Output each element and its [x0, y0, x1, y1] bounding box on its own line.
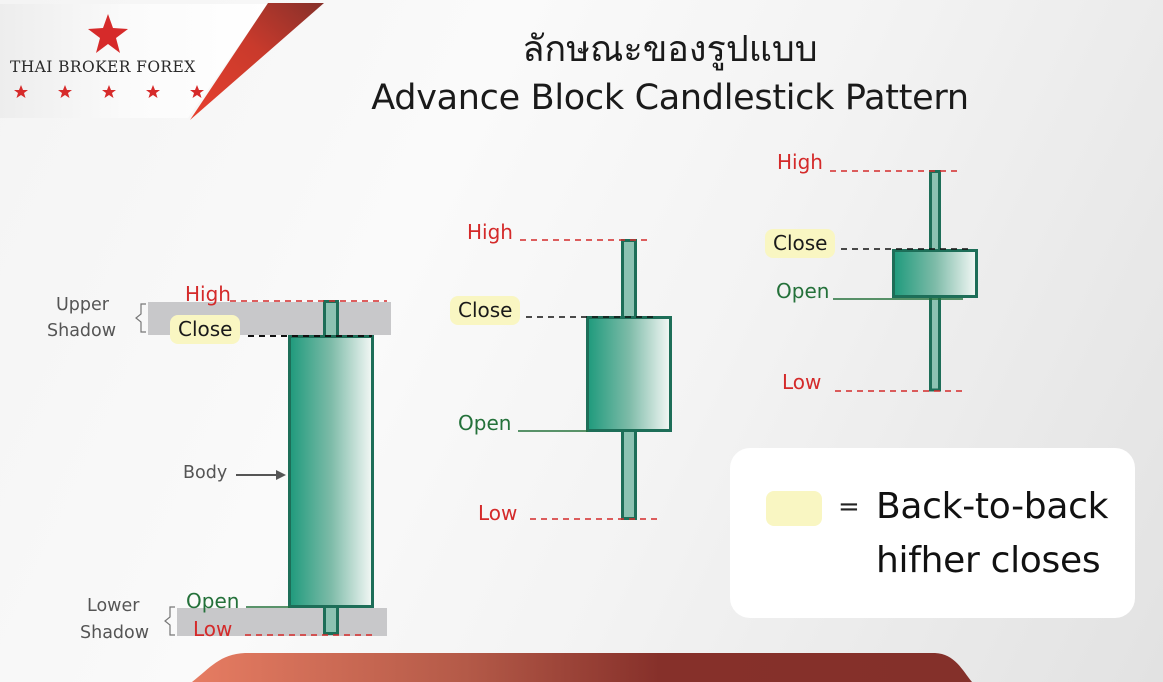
logo-panel: THAI BROKER FOREX	[0, 0, 330, 122]
footer-band	[192, 653, 972, 682]
title-english: Advance Block Candlestick Pattern	[371, 78, 969, 118]
candle-3	[830, 170, 978, 392]
legend-text-line1: Back-to-back	[876, 486, 1109, 527]
candle-1-lower-wick	[323, 602, 339, 635]
lower-shadow-label-line1: Lower	[87, 596, 140, 616]
lower-shadow-brace	[164, 606, 175, 636]
small-stars-row	[14, 85, 204, 98]
candle-1-open-label: Open	[186, 589, 240, 613]
body-arrow-head	[276, 470, 286, 480]
candle-2	[518, 239, 672, 520]
candle-2-low-label: Low	[478, 501, 518, 525]
legend-equals: =	[838, 492, 860, 522]
candle-3-low-label: Low	[782, 370, 822, 394]
candle-1-high-label: High	[185, 282, 231, 306]
upper-shadow-brace	[135, 303, 146, 333]
candle-3-upper-wick	[929, 170, 941, 255]
candle-2-high-label: High	[467, 220, 513, 244]
candle-3-open-label: Open	[776, 279, 830, 303]
brand-name: THAI BROKER FOREX	[10, 58, 196, 76]
candle-2-body	[586, 316, 672, 432]
star-icon	[88, 14, 128, 53]
candle-1	[135, 300, 387, 636]
candle-3-close-label: Close	[765, 229, 836, 258]
candle-2-lower-wick	[621, 426, 637, 520]
small-star-icon	[58, 85, 72, 98]
candle-2-close-label: Close	[450, 296, 521, 325]
candle-2-upper-wick	[621, 239, 637, 322]
logo-ribbon	[0, 3, 324, 120]
candle-3-lower-wick	[929, 292, 941, 392]
lower-shadow-label-line2: Shadow	[80, 623, 150, 643]
candle-3-high-label: High	[777, 150, 823, 174]
small-star-icon	[190, 85, 204, 98]
small-star-icon	[102, 85, 116, 98]
upper-shadow-label-line2: Shadow	[47, 321, 117, 341]
candle-1-close-label: Close	[170, 315, 241, 344]
candle-1-body	[288, 335, 374, 608]
legend-card: = Back-to-back hifher closes	[730, 448, 1135, 618]
title-thai: ลักษณะของรูปแบบ	[522, 29, 818, 70]
candle-2-open-label: Open	[458, 411, 512, 435]
candle-1-low-label: Low	[193, 617, 233, 641]
candle-3-body	[892, 249, 978, 298]
body-label: Body	[183, 463, 228, 483]
upper-shadow-label-line1: Upper	[56, 295, 109, 315]
small-star-icon	[146, 85, 160, 98]
legend-text-line2: hifher closes	[876, 540, 1101, 581]
small-star-icon	[14, 85, 28, 98]
lower-shadow-band	[177, 608, 387, 636]
legend-highlight-swatch	[766, 491, 822, 526]
candle-1-upper-wick	[323, 300, 339, 339]
